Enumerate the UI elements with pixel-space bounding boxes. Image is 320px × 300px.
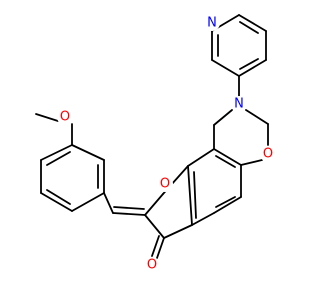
bond — [113, 206, 145, 210]
bond — [163, 224, 193, 239]
bond — [187, 165, 193, 226]
bond — [112, 212, 146, 216]
bond — [211, 59, 240, 77]
bond — [193, 171, 197, 219]
label-bg — [231, 96, 247, 112]
oxygen-label: O — [160, 177, 170, 192]
bond — [46, 189, 71, 205]
bond — [213, 109, 233, 126]
bond — [144, 214, 165, 239]
bond — [40, 192, 73, 212]
bond — [239, 58, 259, 70]
bond — [240, 159, 263, 166]
molecule-diagram: O O O O N N — [35, 14, 276, 273]
label-bg — [157, 176, 173, 192]
bond — [215, 196, 236, 208]
bond — [35, 113, 59, 122]
nitrogen-label: N — [234, 97, 244, 112]
label-bg — [57, 109, 73, 125]
bond — [46, 151, 71, 166]
structure-canvas: O O O O N N — [35, 14, 276, 273]
fused-benzene-ring — [187, 148, 242, 226]
bond — [187, 148, 215, 167]
bond-group-methoxy — [35, 113, 73, 146]
bond — [213, 148, 242, 166]
bond — [238, 59, 267, 77]
oxazine-ring — [213, 109, 269, 166]
methoxyphenyl-ring — [40, 144, 105, 212]
bond — [40, 144, 73, 161]
bond — [238, 14, 267, 32]
bond — [71, 144, 105, 161]
pyridine-ring — [211, 14, 267, 77]
oxygen-label: O — [60, 110, 70, 125]
oxygen-label: O — [263, 147, 273, 162]
bond — [144, 193, 164, 216]
furanone-ring — [144, 165, 193, 259]
bond — [239, 21, 259, 34]
bond — [71, 192, 105, 212]
bond — [103, 192, 114, 214]
bond — [156, 237, 165, 259]
atom-labels: O O O O N N — [57, 15, 276, 273]
label-bg — [260, 146, 276, 162]
oxygen-label: O — [147, 258, 157, 273]
label-bg — [144, 257, 160, 273]
bond — [245, 109, 269, 125]
bond — [215, 155, 236, 168]
benzylidene-linker — [103, 192, 146, 216]
bond — [191, 212, 215, 226]
label-bg — [204, 15, 220, 31]
nitrogen-label: N — [207, 16, 217, 31]
bond — [213, 196, 242, 214]
bond — [151, 235, 160, 257]
